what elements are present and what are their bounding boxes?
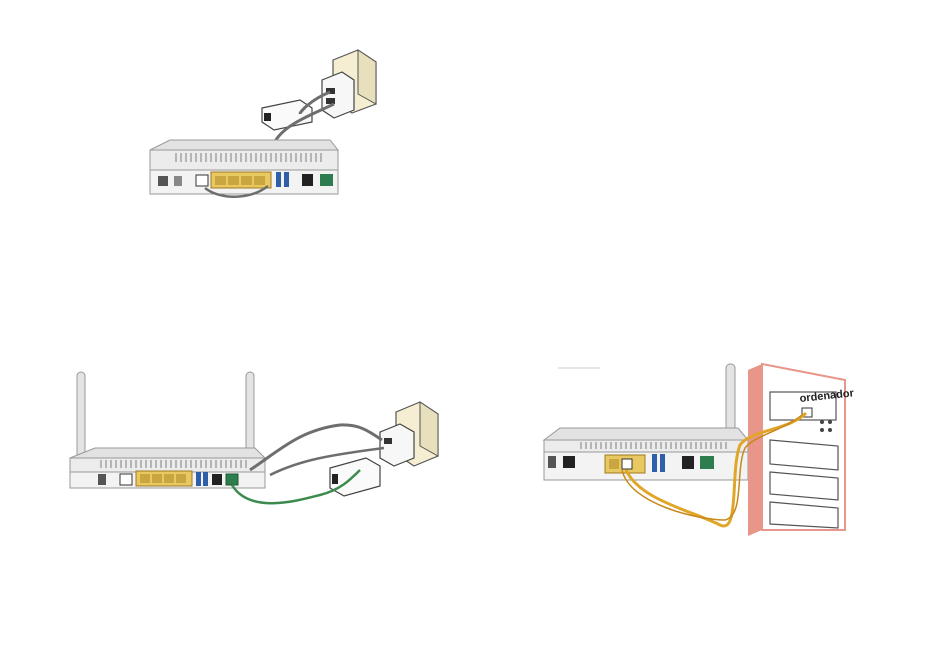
splitter-icon [262, 100, 312, 130]
figure-router-computer: ordenador [544, 364, 855, 536]
splitter-icon [330, 458, 380, 496]
usb-port-icon [276, 172, 281, 187]
wall-socket-icon [380, 402, 438, 466]
router-icon [150, 140, 338, 194]
phone-port-icon [302, 174, 313, 186]
antenna-icon [246, 372, 254, 460]
figure-router-phone-splitter [150, 50, 376, 197]
router-icon [544, 428, 748, 480]
ethernet-port-icon [196, 175, 208, 186]
figure-router-antennas-splitter [70, 372, 438, 503]
computer-case-icon: ordenador [748, 364, 855, 536]
wall-socket-icon [322, 50, 376, 118]
antenna-icon [77, 372, 85, 460]
router-icon [70, 448, 265, 488]
